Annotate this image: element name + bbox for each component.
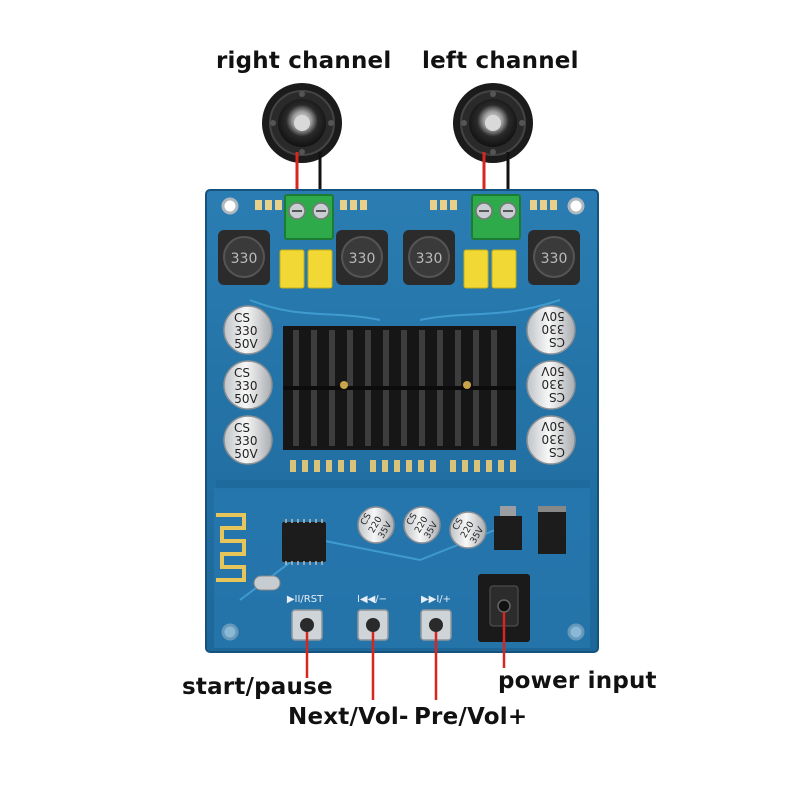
svg-text:CS: CS (234, 366, 250, 380)
voltage-regulator (494, 506, 522, 550)
pointer-lines (305, 612, 506, 700)
right-channel-terminal (284, 194, 334, 240)
svg-text:▶II/RST: ▶II/RST (287, 594, 324, 605)
inductor-label: 330 (349, 251, 376, 267)
svg-text:CS: CS (234, 421, 250, 435)
right-channel-label: right channel (216, 48, 392, 74)
svg-text:▶▶I/+: ▶▶I/+ (421, 594, 451, 605)
capacitors-left: CS 330 50V CS 330 50V CS 330 50V (223, 305, 273, 465)
svg-text:330: 330 (235, 379, 258, 393)
smd-components-top (255, 200, 557, 210)
diode (538, 506, 566, 554)
left-channel-terminal (471, 194, 521, 240)
film-capacitors (279, 249, 517, 289)
smd-row (290, 460, 516, 472)
bluetooth-antenna-icon (216, 513, 246, 582)
left-speaker-icon (453, 83, 533, 163)
inductors: 330 330 330 330 (218, 230, 580, 285)
svg-text:CS: CS (234, 311, 250, 325)
svg-text:50V: 50V (540, 364, 564, 378)
capacitors-small: CS 220 35V CS 220 35V CS 220 35V (357, 506, 487, 549)
inductor-label: 330 (416, 251, 443, 267)
inductor-label: 330 (541, 251, 568, 267)
svg-text:50V: 50V (234, 392, 258, 406)
next-vol-down-button[interactable] (357, 609, 389, 641)
svg-text:330: 330 (235, 434, 258, 448)
pre-vol-label: Pre/Vol+ (414, 704, 528, 730)
right-speaker-icon (262, 83, 342, 163)
svg-text:330: 330 (542, 432, 565, 446)
svg-text:330: 330 (542, 377, 565, 391)
capacitors-right: CS 330 50V CS 330 50V CS 330 50V (526, 305, 576, 465)
svg-text:50V: 50V (234, 447, 258, 461)
svg-text:CS: CS (549, 390, 565, 404)
left-channel-label: left channel (422, 48, 579, 74)
svg-text:I◀◀/−: I◀◀/− (357, 594, 387, 605)
start-pause-label: start/pause (182, 674, 333, 700)
power-jack (478, 574, 530, 642)
svg-text:330: 330 (235, 324, 258, 338)
bluetooth-chip (282, 519, 326, 565)
svg-text:CS: CS (549, 445, 565, 459)
svg-text:330: 330 (542, 322, 565, 336)
inductor-label: 330 (231, 251, 258, 267)
svg-text:50V: 50V (540, 309, 564, 323)
svg-text:50V: 50V (234, 337, 258, 351)
board-button-markings: ▶II/RST I◀◀/− ▶▶I/+ (287, 594, 451, 605)
next-vol-label: Next/Vol- (288, 704, 409, 730)
svg-text:CS: CS (549, 335, 565, 349)
heatsink (283, 326, 516, 450)
power-input-label: power input (498, 668, 657, 694)
crystal-oscillator (253, 575, 281, 591)
svg-text:50V: 50V (540, 419, 564, 433)
